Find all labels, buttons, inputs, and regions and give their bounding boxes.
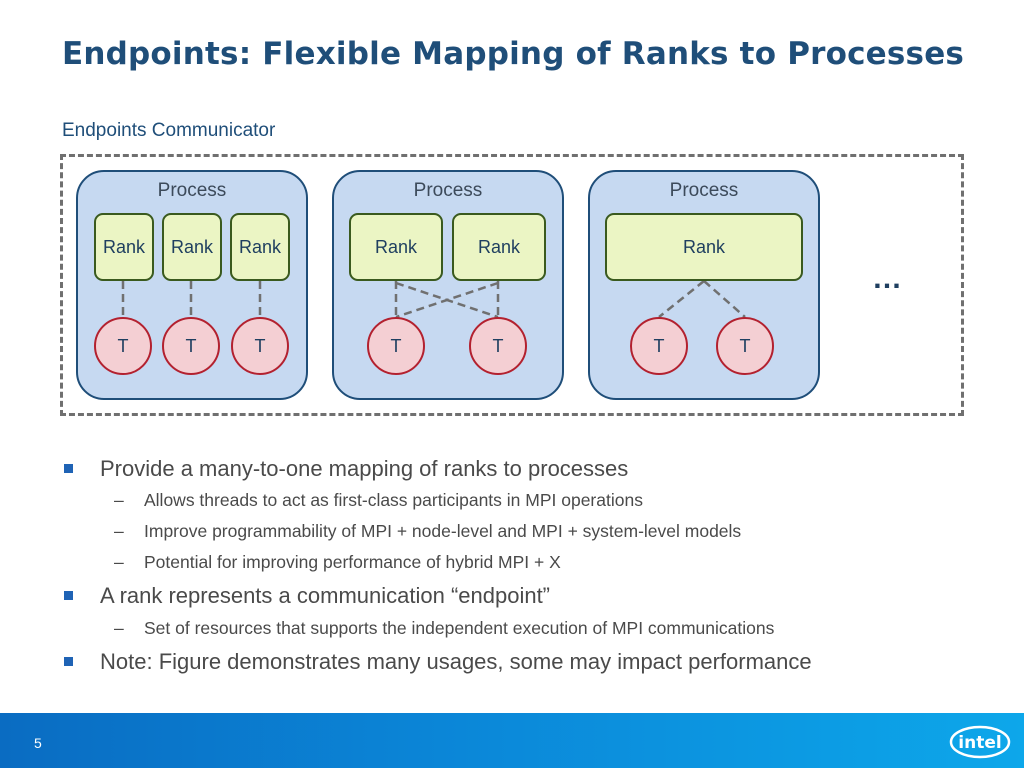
link-p3-r1-t2 (703, 280, 746, 318)
square-bullet-icon (64, 464, 73, 473)
sub-bullet-2-1-text: Set of resources that supports the indep… (144, 617, 775, 638)
endpoints-communicator-box (60, 154, 964, 416)
communicator-label: Endpoints Communicator (62, 120, 276, 141)
thread-p1-2: T (162, 317, 220, 375)
dash-bullet-icon: – (114, 521, 124, 542)
bullet-1: Provide a many-to-one mapping of ranks t… (62, 456, 982, 481)
page-number: 5 (34, 735, 42, 751)
rank-p2-2: Rank (452, 213, 546, 281)
link-p2-r2-t1 (395, 281, 499, 319)
footer-bar: 5 intel (0, 713, 1024, 768)
bullet-list: Provide a many-to-one mapping of ranks t… (62, 456, 982, 683)
bullet-3-text: Note: Figure demonstrates many usages, s… (100, 648, 812, 674)
thread-p2-2: T (469, 317, 527, 375)
rank-p1-3: Rank (230, 213, 290, 281)
sub-bullet-1-1: – Allows threads to act as first-class p… (62, 490, 982, 511)
dash-bullet-icon: – (114, 552, 124, 573)
thread-p2-1: T (367, 317, 425, 375)
thread-p1-3: T (231, 317, 289, 375)
logo-text: intel (958, 733, 1001, 753)
square-bullet-icon (64, 656, 73, 666)
thread-p3-2: T (716, 317, 774, 375)
sub-bullet-1-3: – Potential for improving performance of… (62, 552, 982, 573)
slide-title: Endpoints: Flexible Mapping of Ranks to … (62, 36, 965, 72)
bullet-3: Note: Figure demonstrates many usages, s… (62, 649, 982, 674)
bullet-1-text: Provide a many-to-one mapping of ranks t… (100, 456, 629, 481)
more-processes-ellipsis: … (872, 262, 903, 295)
sub-bullet-1-2-text: Improve programmability of MPI + node-le… (144, 521, 742, 542)
dash-bullet-icon: – (114, 617, 124, 638)
rank-p1-1: Rank (94, 213, 154, 281)
rank-p1-2: Rank (162, 213, 222, 281)
thread-p1-1: T (94, 317, 152, 375)
bullet-2: A rank represents a communication “endpo… (62, 583, 982, 608)
sub-bullet-1-3-text: Potential for improving performance of h… (144, 552, 561, 573)
process-label-1: Process (157, 180, 227, 201)
square-bullet-icon (64, 591, 73, 601)
process-label-2: Process (413, 180, 483, 201)
intel-logo-icon: intel (949, 725, 1011, 759)
bullet-2-text: A rank represents a communication “endpo… (100, 583, 551, 609)
sub-bullet-2-1: – Set of resources that supports the ind… (62, 618, 982, 639)
sub-bullet-1-1-text: Allows threads to act as first-class par… (144, 490, 643, 511)
process-label-3: Process (669, 180, 739, 201)
rank-p2-1: Rank (349, 213, 443, 281)
thread-p3-1: T (630, 317, 688, 375)
process-box-3: Process (588, 170, 820, 400)
sub-bullet-1-2: – Improve programmability of MPI + node-… (62, 521, 982, 542)
rank-p3-1: Rank (605, 213, 803, 281)
dash-bullet-icon: – (114, 490, 124, 511)
link-p3-r1-t1 (658, 280, 705, 318)
